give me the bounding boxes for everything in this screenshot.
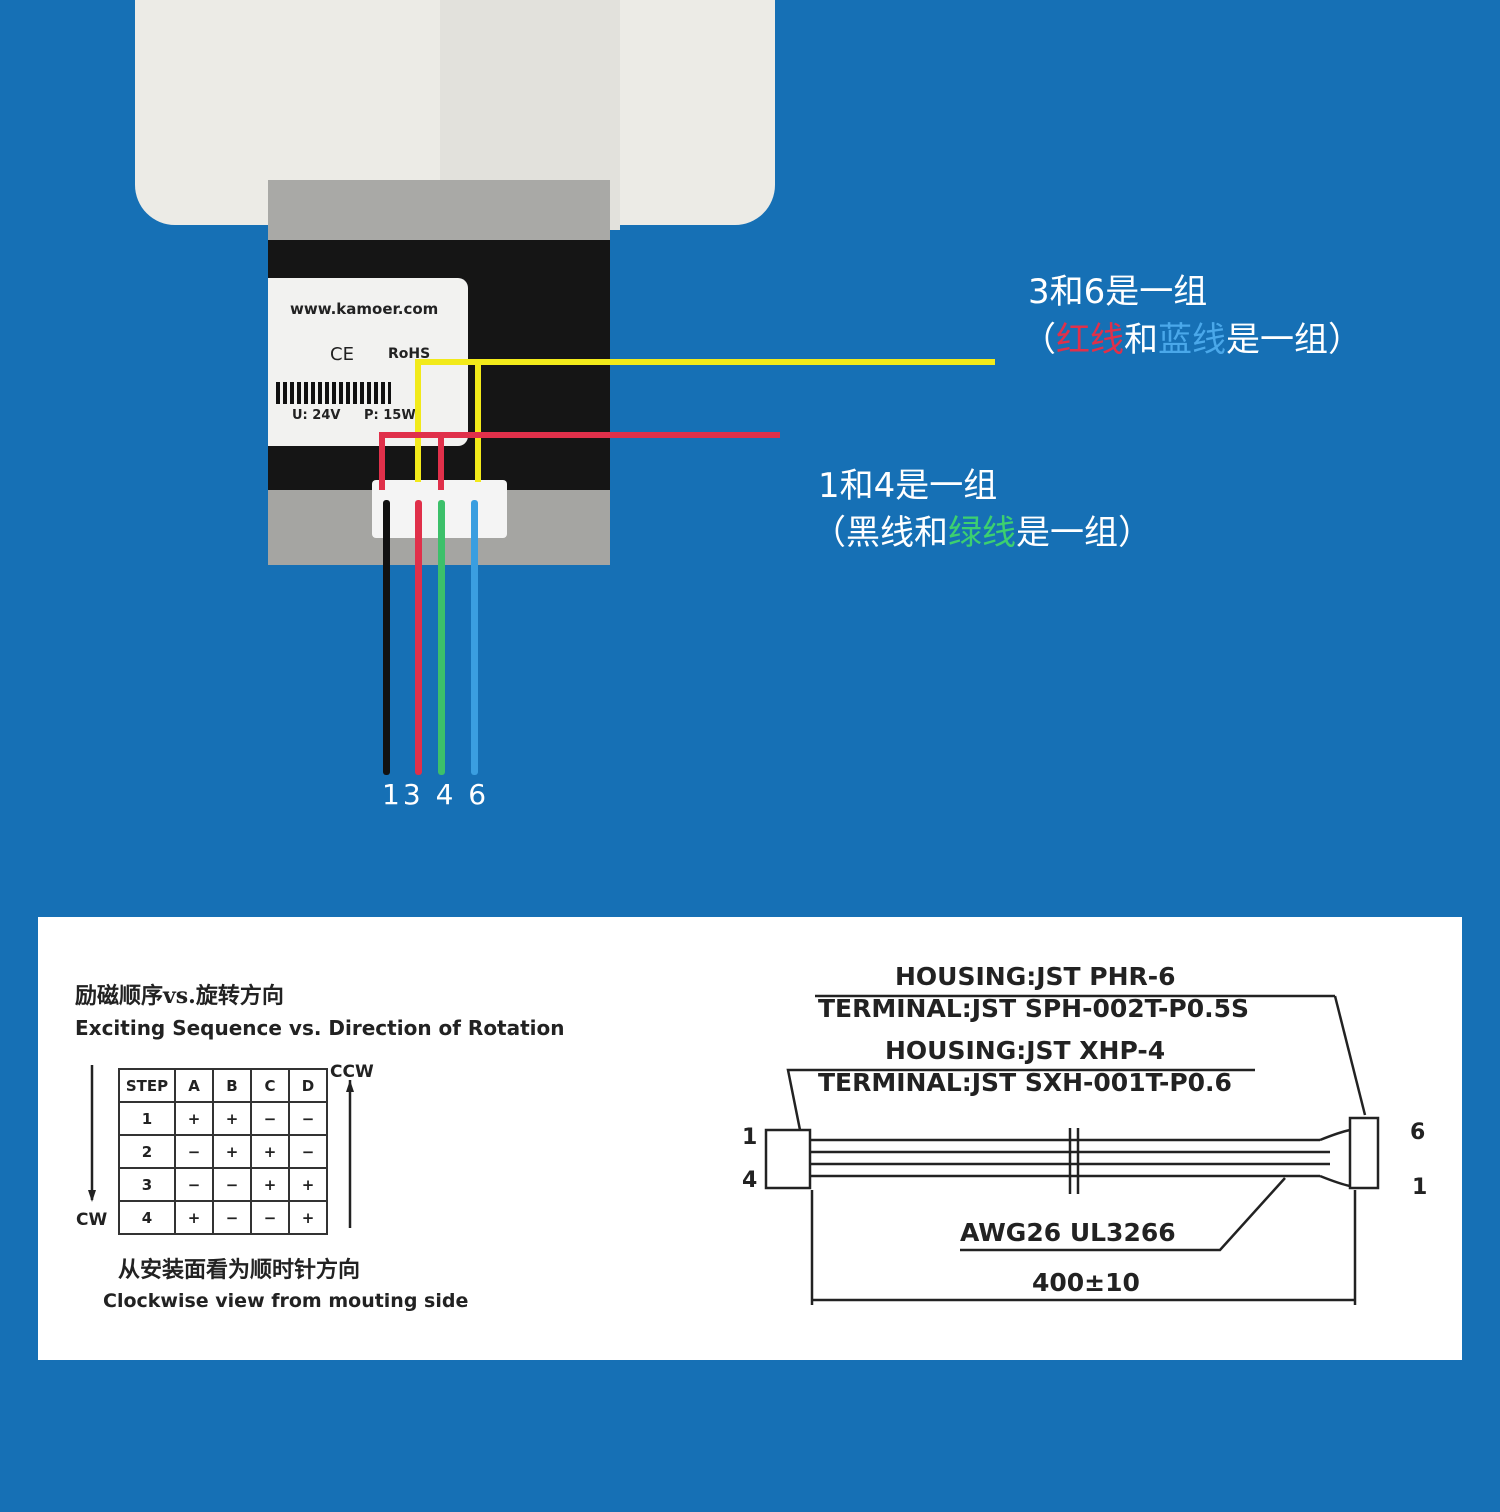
motor-top-plate: [268, 180, 610, 242]
sequence-title-en: Exciting Sequence vs. Direction of Rotat…: [75, 1016, 565, 1040]
table-row: 2−++−: [118, 1134, 328, 1169]
cell: +: [212, 1134, 252, 1169]
label-power: P: 15W: [364, 408, 416, 423]
pairing-lines: [379, 359, 995, 490]
cell: +: [174, 1101, 214, 1136]
note-en: Clockwise view from mouting side: [103, 1290, 469, 1312]
paren: （: [1022, 320, 1056, 360]
cell: +: [250, 1167, 290, 1202]
terminal6-label: TERMINAL:JST SPH-002T-P0.5S: [818, 994, 1250, 1023]
green-wire-text: 绿线: [948, 513, 1016, 553]
table-row: 1++−−: [118, 1101, 328, 1136]
housing6-label: HOUSING:JST PHR-6: [895, 962, 1176, 991]
cw-label: CW: [76, 1210, 108, 1230]
terminal4-label: TERMINAL:JST SXH-001T-P0.6: [818, 1068, 1232, 1097]
cw-arrowhead: [88, 1190, 96, 1202]
table-row: 3−−++: [118, 1167, 328, 1202]
barcode: [276, 382, 391, 404]
cell: −: [174, 1167, 214, 1202]
note-cn: 从安装面看为顺时针方向: [118, 1257, 361, 1283]
pin-label: 4: [742, 1168, 758, 1193]
label-website: www.kamoer.com: [290, 300, 439, 318]
cell: 2: [118, 1134, 176, 1169]
phr6-housing: [1348, 1116, 1380, 1190]
cell: +: [250, 1134, 290, 1169]
cable-drawing: [764, 994, 1380, 1305]
label-ce: CE: [330, 344, 354, 365]
cell: +: [174, 1200, 214, 1235]
rotation-arrows: [88, 1065, 354, 1228]
sequence-title-cn: 励磁顺序vs.旋转方向: [75, 983, 284, 1009]
pin-label: 1: [1412, 1175, 1428, 1200]
cell: +: [288, 1167, 328, 1202]
cell: −: [174, 1134, 214, 1169]
cell: −: [250, 1101, 290, 1136]
housing4-label: HOUSING:JST XHP-4: [885, 1036, 1166, 1065]
cell: 3: [118, 1167, 176, 1202]
cell: +: [288, 1200, 328, 1235]
and-text: 和: [1124, 320, 1158, 360]
cell: 4: [118, 1200, 176, 1235]
blue-wire-text: 蓝线: [1158, 320, 1226, 360]
cell: +: [212, 1101, 252, 1136]
pin-label: 1: [742, 1125, 758, 1150]
cell: −: [250, 1200, 290, 1235]
wire-number: 1: [382, 778, 403, 811]
cell: −: [212, 1167, 252, 1202]
label-rohs: RoHS: [388, 346, 431, 362]
wire-spec-label: AWG26 UL3266: [960, 1218, 1176, 1247]
ccw-label: CCW: [330, 1062, 374, 1082]
header-cell: C: [250, 1068, 290, 1103]
pair-14-detail: （黑线和绿线是一组）: [812, 505, 1152, 554]
wire-blue: [471, 500, 478, 775]
wire-black: [383, 500, 390, 775]
wire-numbers: 13 4 6: [382, 778, 489, 811]
table-row: 4+−−+: [118, 1200, 328, 1235]
cell: −: [212, 1200, 252, 1235]
header-cell: D: [288, 1068, 328, 1103]
length-label: 400±10: [1032, 1268, 1140, 1297]
wire-number: 3: [402, 778, 424, 811]
pin-label: 6: [1410, 1120, 1426, 1145]
header-cell: B: [212, 1068, 252, 1103]
red-wire-text: 红线: [1056, 320, 1124, 360]
cell: −: [288, 1134, 328, 1169]
header-cell: STEP: [118, 1068, 176, 1103]
black-wire-text: （黑线和: [812, 513, 948, 553]
wire-green: [438, 500, 445, 775]
pair-14-title: 1和4是一组: [818, 466, 998, 506]
label-voltage: U: 24V: [292, 408, 341, 423]
red-line-1: [379, 432, 780, 490]
wire-number: 6: [468, 778, 490, 811]
cell: 1: [118, 1101, 176, 1136]
pair-36-title: 3和6是一组: [1028, 272, 1208, 312]
pair-36-detail: （红线和蓝线是一组）: [1022, 312, 1362, 361]
ccw-arrowhead: [346, 1080, 354, 1092]
cell: −: [288, 1101, 328, 1136]
xhp4-housing: [764, 1128, 812, 1190]
wire-red: [415, 500, 422, 775]
rest-text: 是一组）: [1226, 320, 1362, 360]
yellow-line-3: [415, 359, 995, 482]
rest-text: 是一组）: [1016, 513, 1152, 553]
wire-number: 4: [435, 778, 457, 811]
header-cell: A: [174, 1068, 214, 1103]
